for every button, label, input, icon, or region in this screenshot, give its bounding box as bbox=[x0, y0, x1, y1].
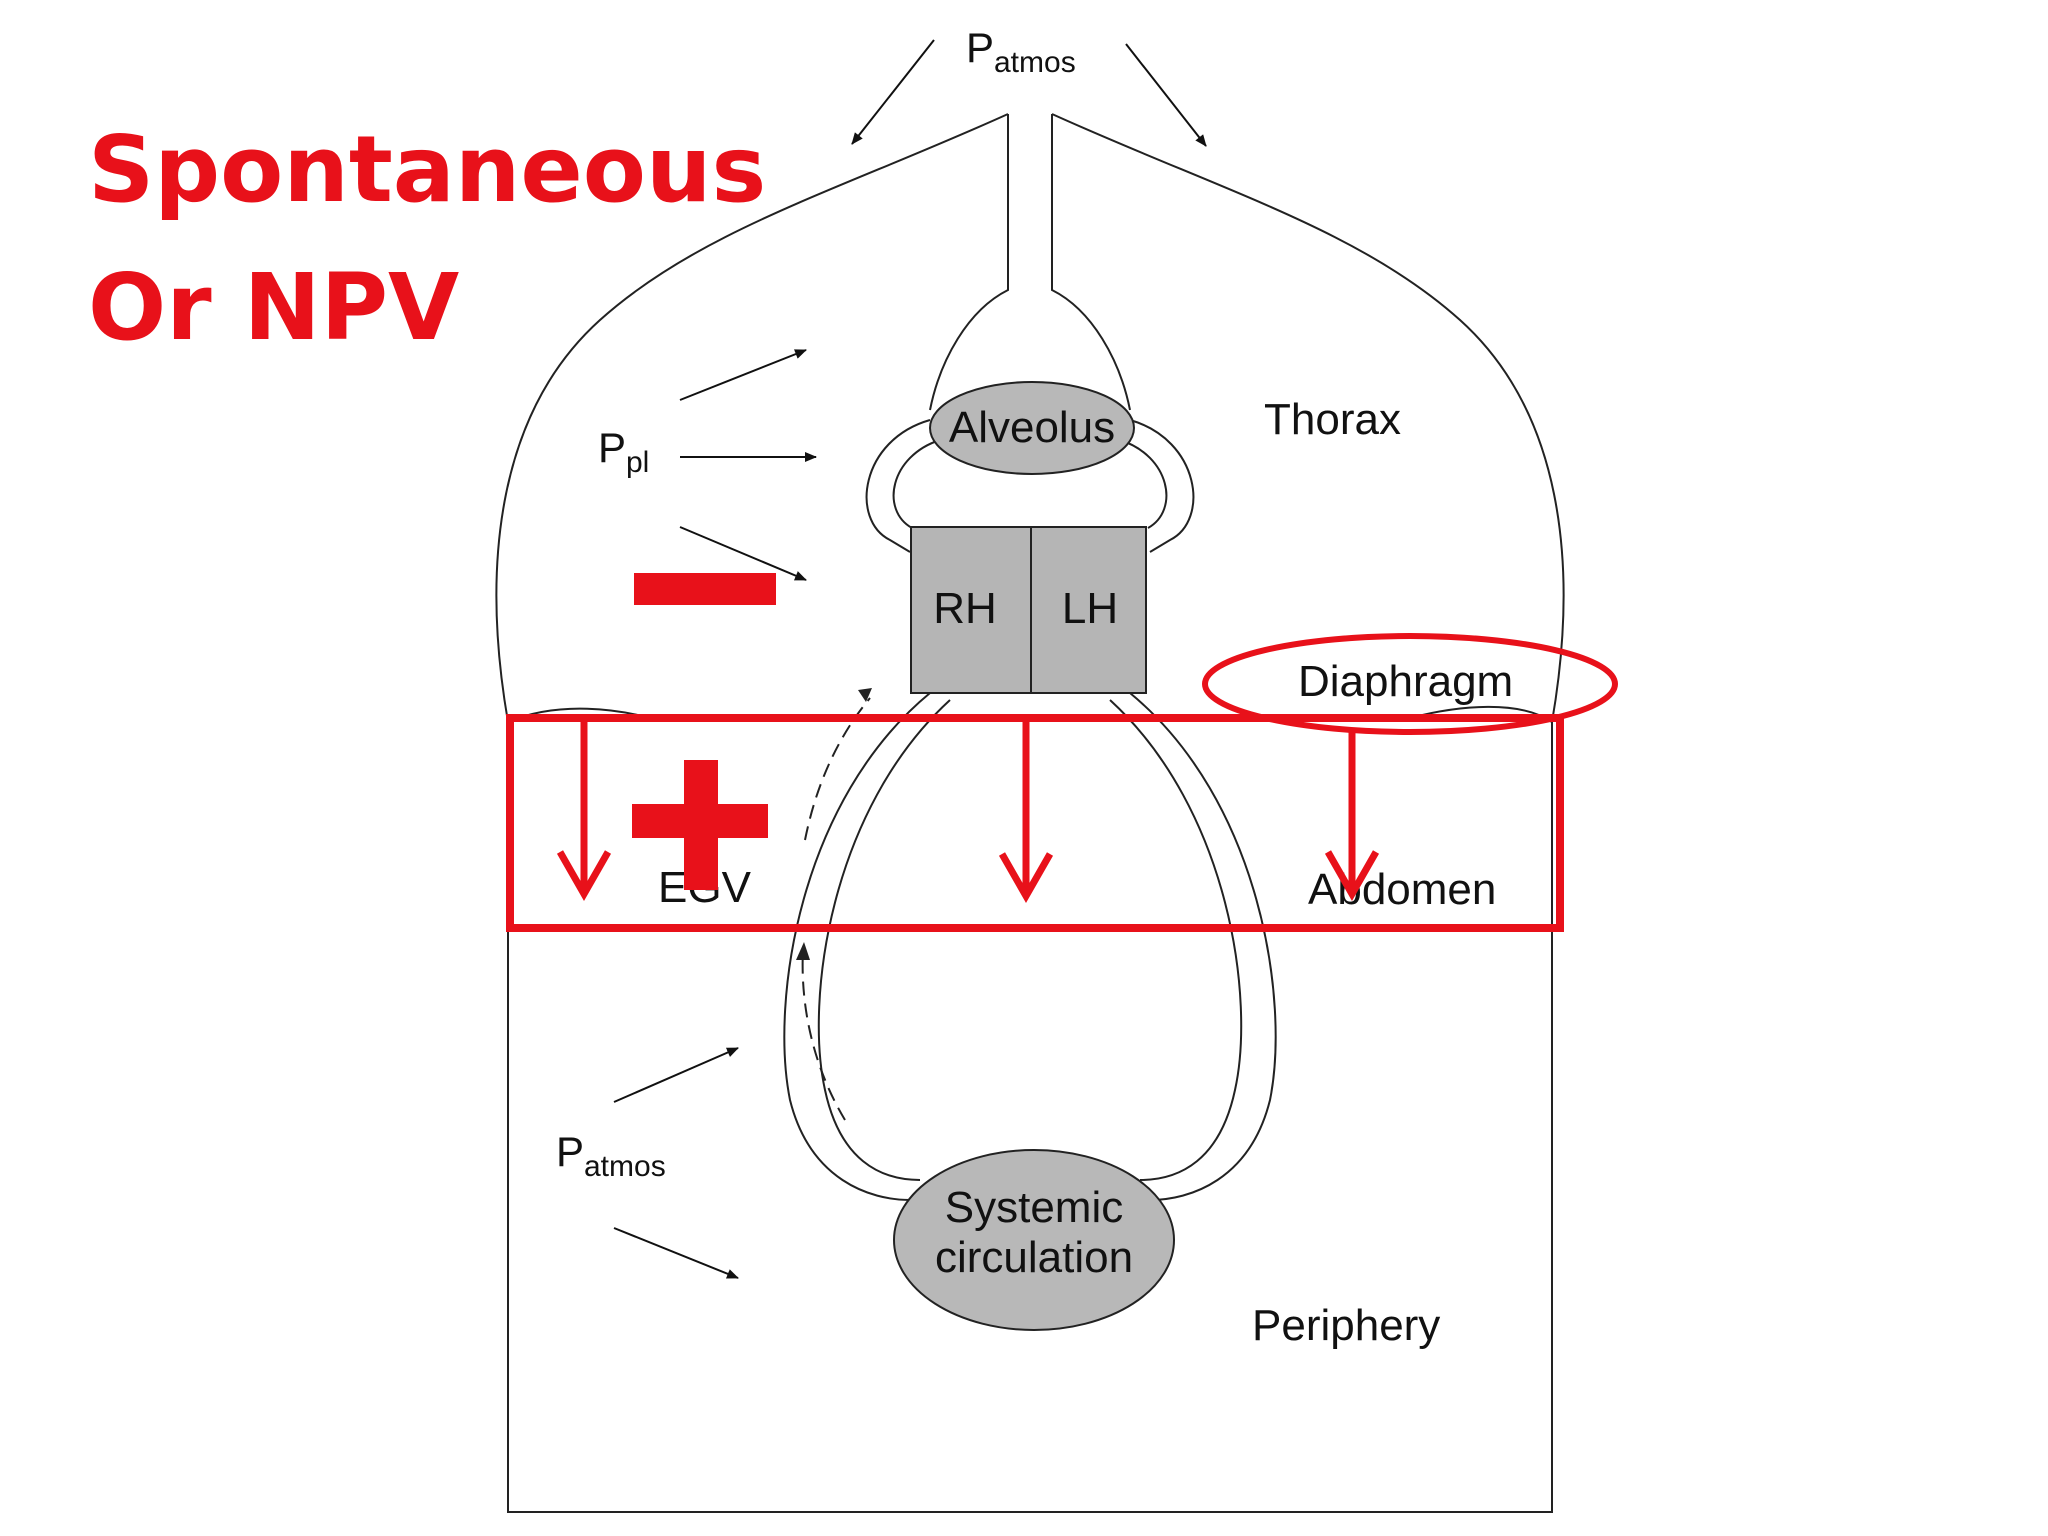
diaphragm-highlight-ellipse bbox=[1202, 633, 1618, 735]
venous-return-arrowhead-upper bbox=[858, 688, 872, 702]
alveolus bbox=[929, 381, 1135, 475]
venous-return-dashed-arrow-upper bbox=[804, 697, 871, 841]
venous-return-dashed-arrow-lower bbox=[801, 949, 846, 1121]
thorax-left-wall bbox=[495, 113, 1009, 723]
ppl-main: P bbox=[598, 424, 626, 471]
ppl-arrow-lower bbox=[679, 526, 807, 581]
systemic-loop-outer bbox=[783, 692, 1277, 1201]
systemic-label-line1: Systemic bbox=[945, 1183, 1123, 1232]
title-line-2: Or NPV bbox=[88, 254, 460, 361]
thorax-label: Thorax bbox=[1264, 395, 1401, 444]
left-heart bbox=[1030, 526, 1147, 694]
red-down-arrow-middle bbox=[998, 722, 1054, 904]
thorax-right-wall bbox=[1051, 113, 1565, 723]
systemic-circulation bbox=[893, 1149, 1175, 1331]
venous-return-arrowhead-lower bbox=[796, 942, 810, 960]
patmos-bottom-arrow-lower bbox=[613, 1227, 739, 1279]
pulmonary-loop-inner bbox=[892, 439, 1168, 529]
periphery-box bbox=[507, 722, 1553, 1513]
diaphragm-label: Diaphragm bbox=[1298, 657, 1513, 706]
patmos-top-main: P bbox=[966, 24, 994, 71]
ppl-sub: pl bbox=[626, 446, 649, 479]
patmos-top-arrow-right bbox=[1125, 43, 1207, 147]
thorax-outline bbox=[501, 114, 1008, 922]
pulmonary-loop-outer bbox=[865, 419, 1195, 553]
plus-sign bbox=[632, 760, 768, 890]
red-down-arrow-left bbox=[556, 722, 612, 902]
patmos-top-sub: atmos bbox=[994, 46, 1076, 79]
patmos-bottom-sub: atmos bbox=[584, 1150, 666, 1183]
ppl-arrow-upper bbox=[679, 349, 807, 401]
abdomen-highlight-box bbox=[506, 714, 1564, 932]
systemic-label-line2: circulation bbox=[935, 1233, 1133, 1282]
patmos-top-arrow-left bbox=[851, 39, 935, 145]
rh-label: RH bbox=[933, 584, 997, 633]
minus-sign bbox=[634, 573, 776, 605]
red-down-arrow-right bbox=[1324, 730, 1380, 902]
patmos-bottom-main: P bbox=[556, 1128, 584, 1175]
trachea bbox=[929, 114, 1131, 411]
alveolus-label: Alveolus bbox=[949, 403, 1115, 452]
patmos-bottom-arrow-upper bbox=[613, 1047, 739, 1103]
lh-label: LH bbox=[1062, 584, 1118, 633]
title-line-1: Spontaneous bbox=[88, 116, 767, 223]
right-heart bbox=[910, 526, 1032, 694]
periphery-label: Periphery bbox=[1252, 1301, 1440, 1350]
systemic-loop-inner bbox=[817, 699, 1243, 1181]
